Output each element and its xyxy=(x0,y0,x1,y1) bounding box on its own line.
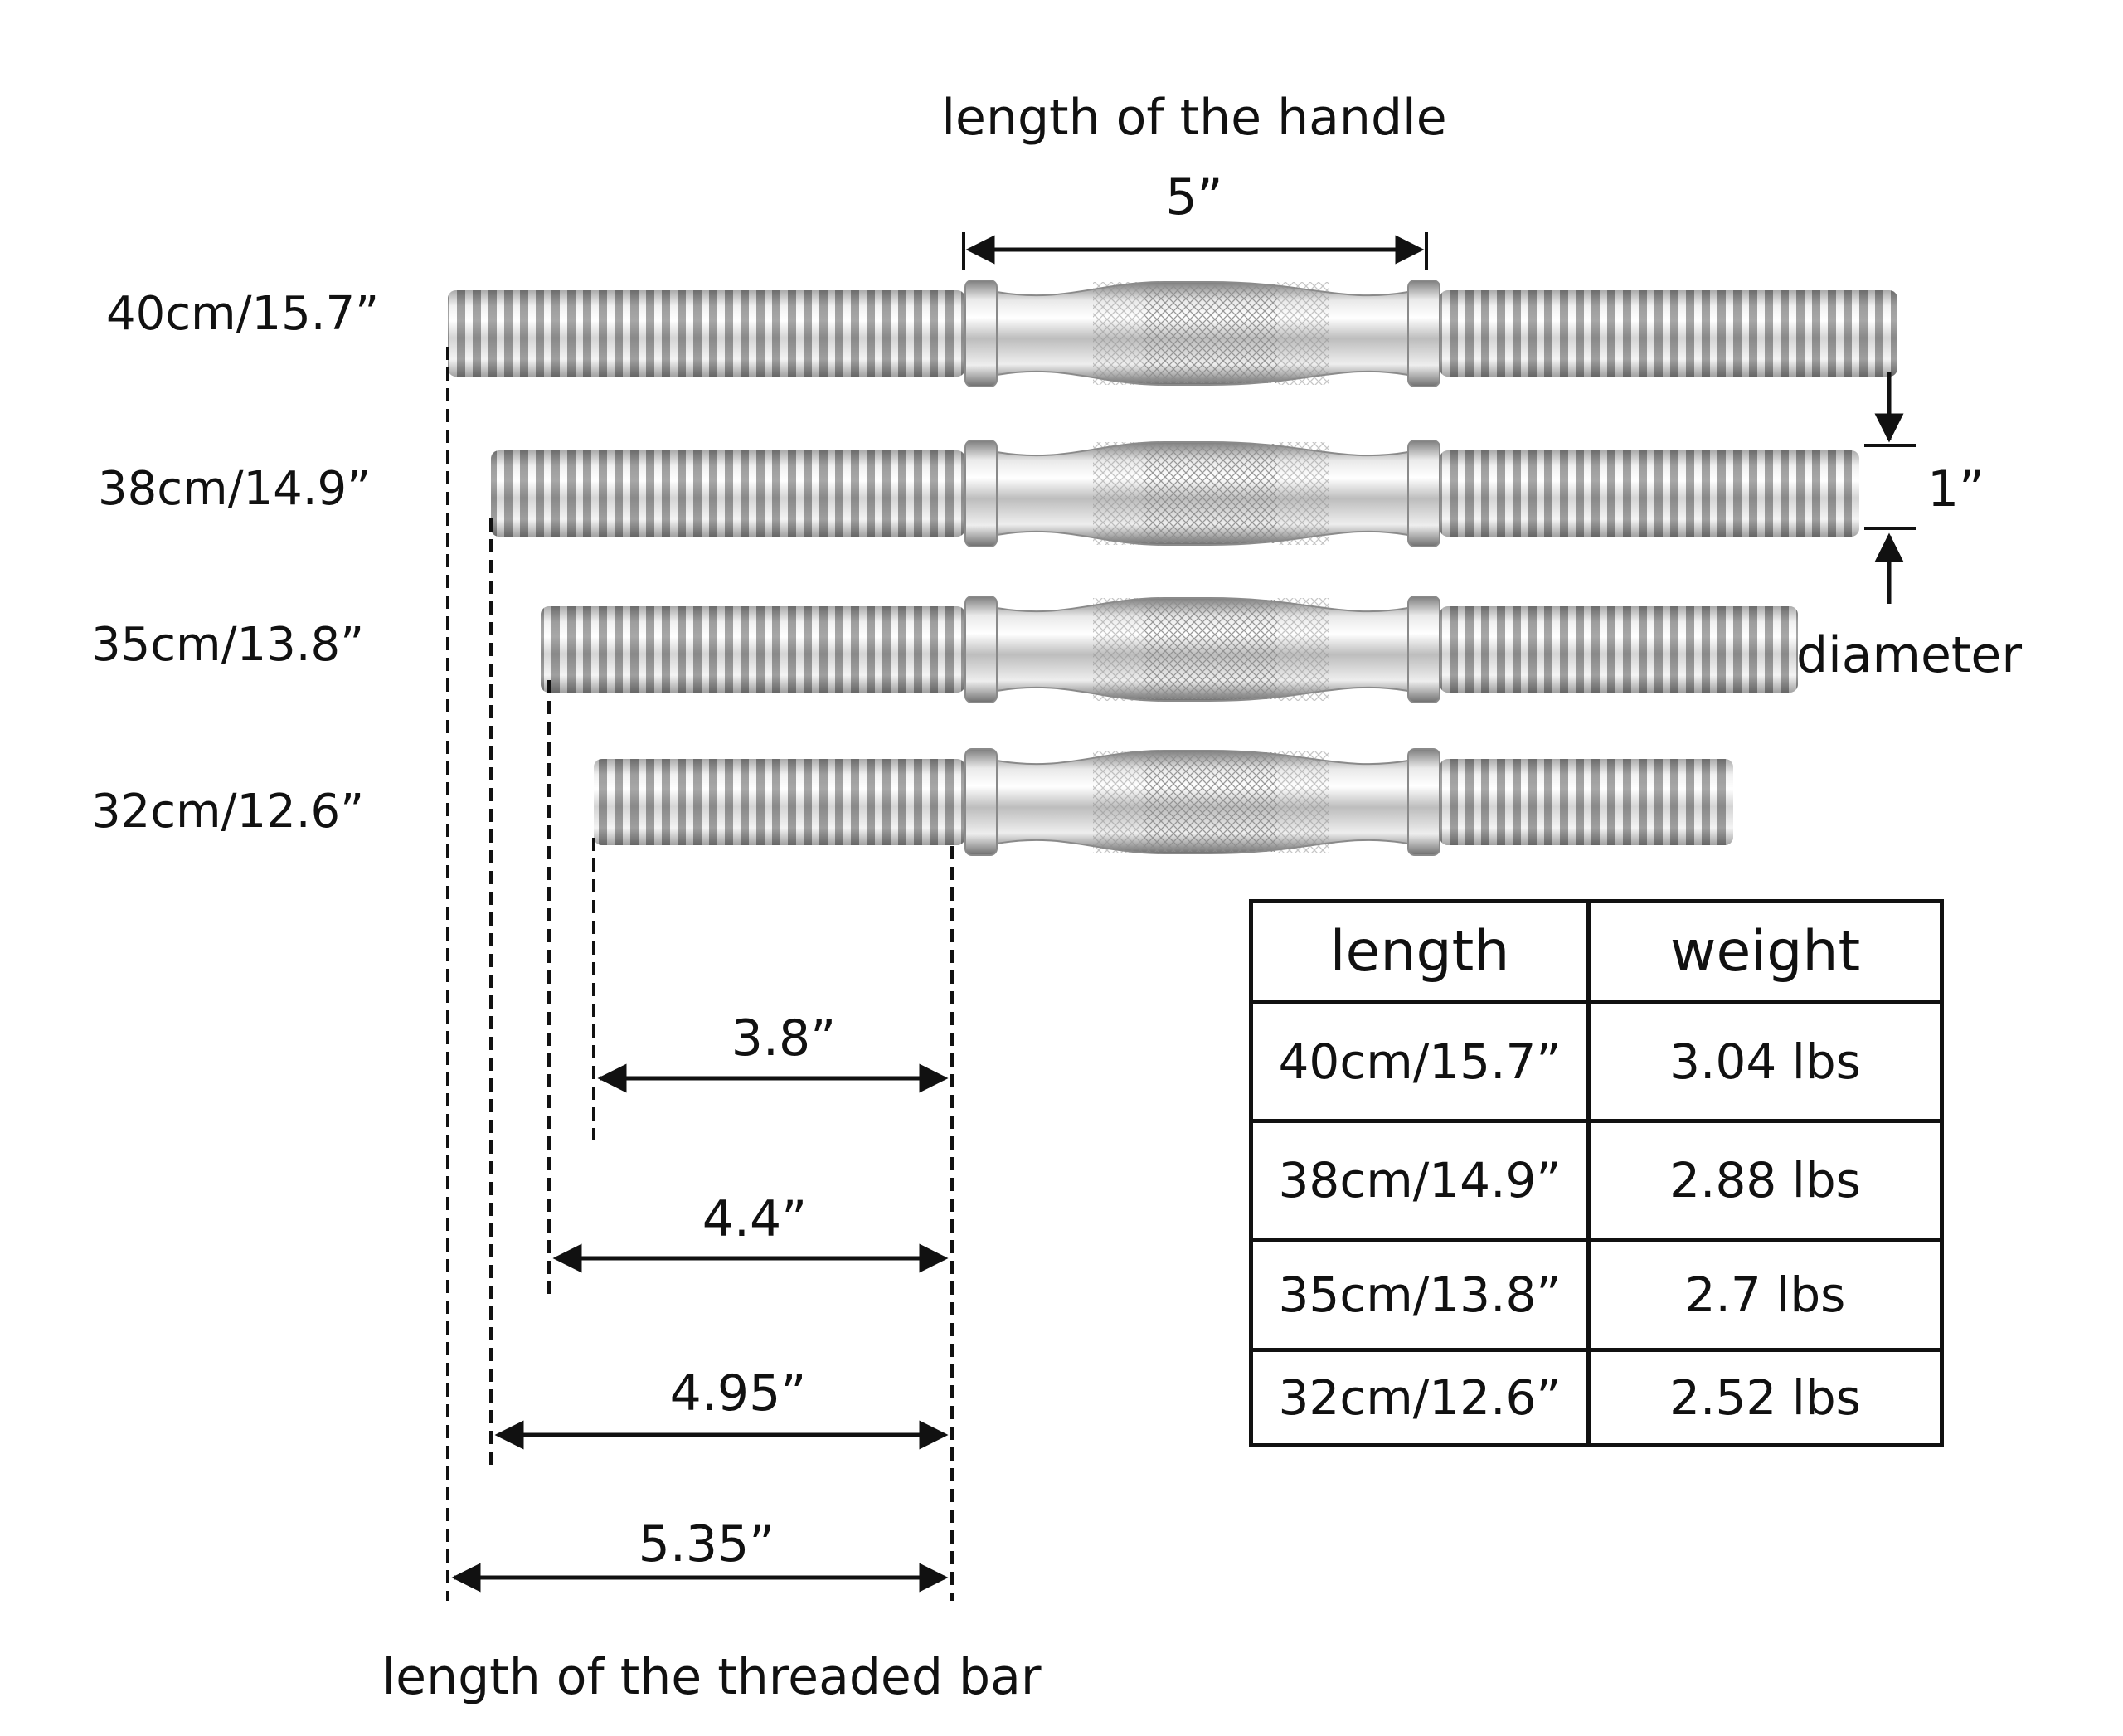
table-header-row: length weight xyxy=(1249,899,1944,1004)
table-cell-length: 38cm/14.9” xyxy=(1249,1119,1591,1242)
grip-band-left xyxy=(1093,442,1144,545)
left-thread-ridges xyxy=(448,290,965,377)
knurled-grip xyxy=(1144,284,1277,383)
knurled-grip xyxy=(1144,444,1277,543)
grip-band-right xyxy=(1277,442,1329,545)
right-thread-ridges xyxy=(1440,450,1859,537)
bar-length-label-35cm: 35cm/13.8” xyxy=(91,618,364,672)
table-cell-weight: 3.04 lbs xyxy=(1586,1000,1944,1123)
right-thread-ridges xyxy=(1440,606,1798,693)
table-cell-length: 35cm/13.8” xyxy=(1249,1238,1591,1352)
thread-length-value-32cm: 3.8” xyxy=(731,1009,837,1067)
left-collar xyxy=(964,748,998,856)
left-thread-ridges xyxy=(594,759,965,845)
bar-length-label-38cm: 38cm/14.9” xyxy=(98,462,371,516)
knurled-grip xyxy=(1144,600,1277,699)
table-cell-weight: 2.52 lbs xyxy=(1586,1348,1944,1447)
diameter-caption: diameter xyxy=(1796,626,2022,684)
grip-band-right xyxy=(1277,751,1329,853)
threaded-bar-38cm xyxy=(491,440,1859,547)
left-collar xyxy=(964,596,998,703)
right-thread-ridges xyxy=(1440,759,1733,845)
left-collar xyxy=(964,440,998,547)
left-thread-ridges xyxy=(541,606,965,693)
right-thread-ridges xyxy=(1440,290,1897,377)
table-cell-weight: 2.88 lbs xyxy=(1586,1119,1944,1242)
left-thread-ridges xyxy=(491,450,965,537)
thread-length-value-35cm: 4.4” xyxy=(702,1190,808,1248)
handle-length-caption: length of the handle xyxy=(941,89,1446,147)
spec-table: length weight 40cm/15.7” 3.04 lbs 38cm/1… xyxy=(1249,899,1944,1447)
grip-band-right xyxy=(1277,282,1329,385)
right-collar xyxy=(1407,440,1440,547)
bar-length-label-40cm: 40cm/15.7” xyxy=(106,287,379,341)
table-header-length: length xyxy=(1249,899,1591,1004)
thread-length-value-38cm: 4.95” xyxy=(670,1364,807,1422)
handle-length-value: 5” xyxy=(1165,168,1222,226)
grip-band-right xyxy=(1277,598,1329,701)
threaded-bar-caption: length of the threaded bar xyxy=(381,1648,1041,1706)
right-collar xyxy=(1407,748,1440,856)
table-cell-length: 40cm/15.7” xyxy=(1249,1000,1591,1123)
bar-length-label-32cm: 32cm/12.6” xyxy=(91,785,364,839)
thread-length-value-40cm: 5.35” xyxy=(639,1515,775,1573)
grip-band-left xyxy=(1093,751,1144,853)
grip-band-left xyxy=(1093,282,1144,385)
left-collar xyxy=(964,280,998,387)
threaded-bar-32cm xyxy=(594,748,1733,856)
grip-band-left xyxy=(1093,598,1144,701)
diameter-value: 1” xyxy=(1927,460,1985,518)
right-collar xyxy=(1407,596,1440,703)
table-row: 32cm/12.6” 2.52 lbs xyxy=(1249,1348,1944,1447)
table-row: 40cm/15.7” 3.04 lbs xyxy=(1249,1000,1944,1123)
threaded-bar-40cm xyxy=(448,280,1897,387)
table-cell-weight: 2.7 lbs xyxy=(1586,1238,1944,1352)
threaded-bar-35cm xyxy=(541,596,1798,703)
table-cell-length: 32cm/12.6” xyxy=(1249,1348,1591,1447)
table-row: 35cm/13.8” 2.7 lbs xyxy=(1249,1238,1944,1352)
right-collar xyxy=(1407,280,1440,387)
knurled-grip xyxy=(1144,752,1277,852)
table-row: 38cm/14.9” 2.88 lbs xyxy=(1249,1119,1944,1242)
table-header-weight: weight xyxy=(1586,899,1944,1004)
